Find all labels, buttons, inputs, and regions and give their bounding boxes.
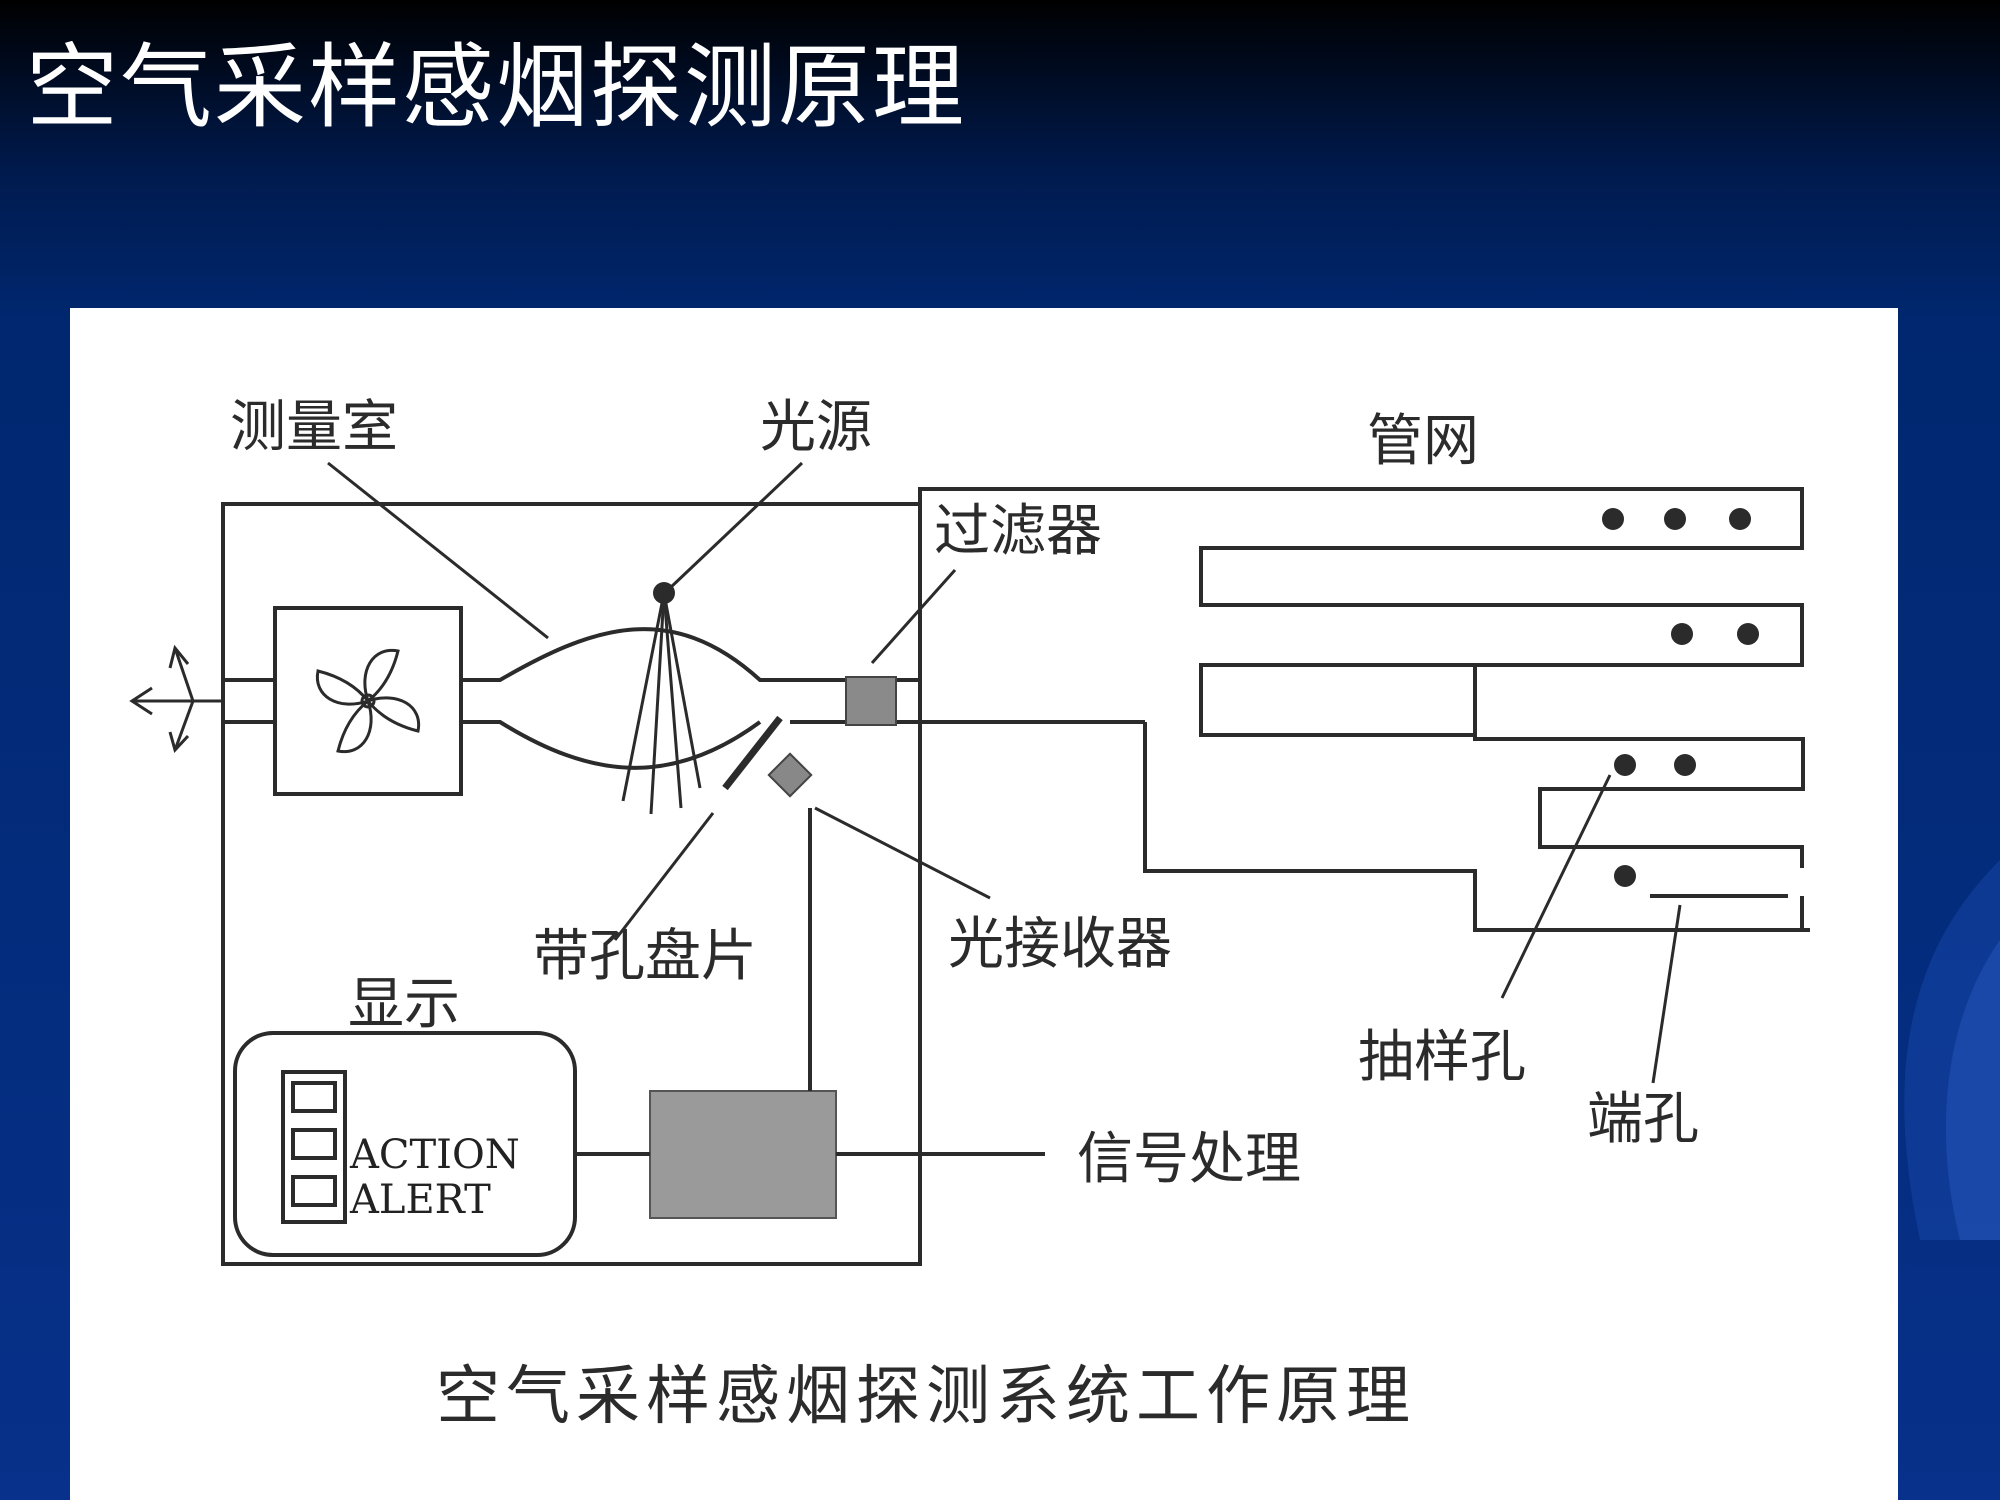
filter-block bbox=[845, 676, 897, 726]
disc-leader bbox=[613, 812, 715, 941]
slide-title: 空气采样感烟探测原理 bbox=[26, 34, 967, 141]
light-source-label: 光源 bbox=[760, 395, 872, 460]
filter-leader bbox=[870, 569, 957, 664]
measuring-chamber-label: 测量室 bbox=[230, 395, 398, 460]
measuring-chamber-shape-bottom bbox=[461, 720, 762, 770]
signal-processing-label: 信号处理 bbox=[1077, 1127, 1301, 1192]
receiver-leader bbox=[814, 806, 991, 900]
end-hole-label: 端孔 bbox=[1587, 1087, 1699, 1152]
diagram-panel: ACTION ALERT 测量室 bbox=[70, 308, 1898, 1500]
sampling-holes bbox=[1602, 508, 1759, 887]
fan-box bbox=[273, 606, 463, 796]
diagram: ACTION ALERT 测量室 bbox=[129, 395, 1810, 1434]
action-label: ACTION bbox=[349, 1132, 520, 1178]
light-receiver-block bbox=[767, 752, 813, 798]
light-receiver-label: 光接收器 bbox=[948, 912, 1172, 977]
display-panel bbox=[233, 1031, 577, 1257]
pipe-network-label: 管网 bbox=[1367, 409, 1479, 474]
indicator-lamp-1 bbox=[291, 1081, 337, 1113]
alert-label: ALERT bbox=[349, 1177, 491, 1223]
indicator-lamp-2 bbox=[291, 1128, 337, 1160]
light-source-leader bbox=[668, 461, 804, 590]
diagram-caption: 空气采样感烟探测系统工作原理 bbox=[436, 1360, 1416, 1434]
fan-icon bbox=[315, 648, 421, 754]
filter-label: 过滤器 bbox=[934, 499, 1102, 564]
indicator-frame bbox=[281, 1070, 347, 1224]
sampling-hole-label: 抽样孔 bbox=[1358, 1025, 1526, 1090]
decorative-swoosh bbox=[1904, 860, 2000, 1240]
measuring-chamber-shape bbox=[461, 627, 848, 682]
exhaust-arrows-icon bbox=[129, 644, 223, 753]
pipe-network bbox=[918, 487, 1810, 932]
sampling-hole-leader bbox=[1500, 774, 1612, 999]
perforated-disc bbox=[722, 715, 783, 791]
display-label: 显示 bbox=[348, 972, 460, 1037]
measuring-chamber-leader bbox=[327, 461, 549, 640]
detector-housing bbox=[221, 502, 922, 1266]
signal-processing-block bbox=[649, 1090, 837, 1219]
end-hole-leader bbox=[1651, 904, 1682, 1084]
indicator-lamp-3 bbox=[291, 1175, 337, 1207]
light-beams bbox=[621, 592, 702, 815]
perforated-disc-label: 带孔盘片 bbox=[533, 924, 757, 989]
